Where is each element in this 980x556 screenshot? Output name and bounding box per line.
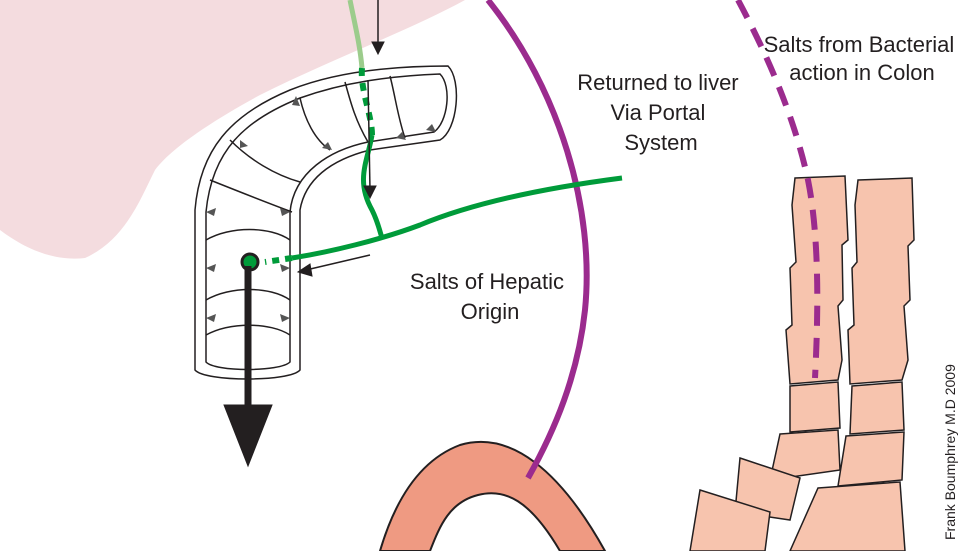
label-hepatic: Salts of Hepatic Origin xyxy=(410,269,570,324)
colon xyxy=(689,175,915,552)
portal-circulation-arc xyxy=(485,0,590,480)
bile-pathway-main xyxy=(361,134,385,239)
duodenum xyxy=(194,65,458,380)
hepatic-salts-pathway xyxy=(291,175,623,261)
bacterial-pathway-dashed xyxy=(735,0,821,379)
author-credit: Frank Boumphrey M.D 2009 xyxy=(942,364,958,540)
liver-shape xyxy=(0,0,465,259)
bile-duct-pale xyxy=(347,0,365,69)
fold-markers xyxy=(206,96,436,322)
label-bacterial: Salts from Bacterial action in Colon xyxy=(764,32,961,85)
flow-arrows xyxy=(223,0,385,468)
label-portal: Returned to liver Via Portal System xyxy=(577,70,745,155)
hepatic-salts-dotted xyxy=(264,255,293,265)
bile-duct-dotted xyxy=(358,67,375,136)
small-intestine xyxy=(378,440,607,552)
